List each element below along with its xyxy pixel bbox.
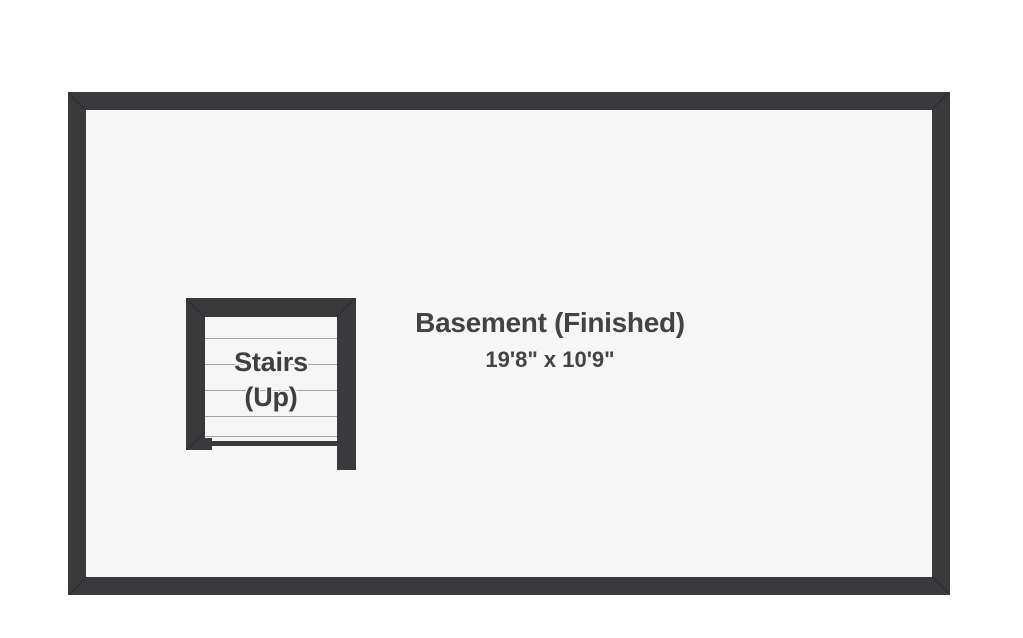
stairwell-bottom-rail <box>205 441 341 446</box>
stairwell-wall-right <box>337 298 356 470</box>
stair-tread <box>205 390 337 391</box>
room-outer-walls <box>68 92 950 595</box>
wall-corner-top-right <box>932 92 950 110</box>
stairs-group: Stairs (Up) <box>186 298 358 472</box>
wall-corner-top-left <box>68 92 86 110</box>
stairwell-floor <box>205 317 337 443</box>
room-dimensions: 19'8" x 10'9" <box>485 347 615 373</box>
stair-tread <box>205 364 337 365</box>
stairwell-bottom-left-notch <box>186 438 212 450</box>
wall-corner-bottom-right <box>932 577 950 595</box>
stair-tread <box>205 338 337 339</box>
stair-tread <box>205 436 337 437</box>
stair-tread <box>205 416 337 417</box>
stairwell-wall-top <box>186 298 356 317</box>
stairwell-wall-left <box>186 298 205 450</box>
stairwell-body: Stairs (Up) <box>186 298 356 470</box>
room-label-block: Basement (Finished) 19'8" x 10'9" <box>372 305 728 375</box>
room-name: Basement (Finished) <box>415 307 685 338</box>
wall-corner-bottom-left <box>68 577 86 595</box>
